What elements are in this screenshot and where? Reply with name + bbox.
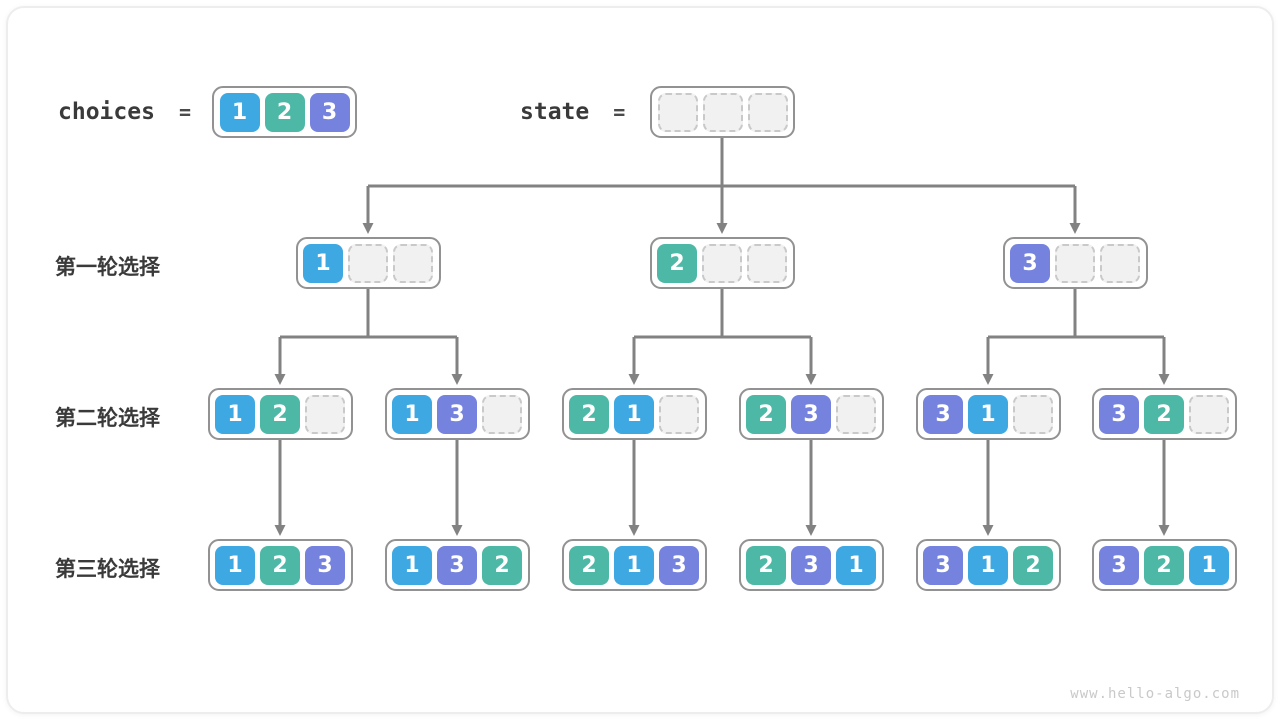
arrowhead-icon	[274, 374, 286, 385]
cell-value-3: 3	[791, 394, 831, 434]
cell-value-1: 1	[303, 243, 343, 283]
cell-value-1: 1	[614, 394, 654, 434]
cell-value-1: 1	[968, 394, 1008, 434]
cell-value-2: 2	[260, 394, 300, 434]
cell-value-2: 2	[264, 92, 305, 132]
row-label-round-1: 第一轮选择	[55, 255, 160, 279]
cell-value-3: 3	[791, 545, 831, 585]
choices-label: choices	[58, 99, 155, 125]
cell-value-2: 2	[1013, 545, 1053, 585]
watermark: www.hello-algo.com	[1070, 686, 1240, 702]
empty-cell	[393, 243, 433, 283]
cell-value-2: 2	[746, 394, 786, 434]
arrowhead-icon	[982, 374, 994, 385]
empty-cell	[702, 243, 742, 283]
empty-cell	[1013, 394, 1053, 434]
empty-cell	[747, 92, 788, 132]
arrowhead-icon	[1158, 374, 1170, 385]
cell-value-2: 2	[260, 545, 300, 585]
arrowhead-icon	[628, 374, 640, 385]
arrowhead-icon	[982, 525, 994, 536]
cell-value-1: 1	[1189, 545, 1229, 585]
cell-value-2: 2	[482, 545, 522, 585]
cell-value-1: 1	[392, 394, 432, 434]
empty-cell	[659, 394, 699, 434]
arrowhead-icon	[451, 525, 463, 536]
cell-value-2: 2	[657, 243, 697, 283]
empty-cell	[657, 92, 698, 132]
empty-cell	[1100, 243, 1140, 283]
cell-value-3: 3	[305, 545, 345, 585]
cell-value-3: 3	[309, 92, 350, 132]
empty-cell	[348, 243, 388, 283]
row-label-round-2: 第二轮选择	[55, 406, 160, 430]
cell-value-2: 2	[569, 545, 609, 585]
state-label-group: state =	[520, 86, 625, 138]
empty-cell	[482, 394, 522, 434]
cell-value-1: 1	[392, 545, 432, 585]
cell-value-1: 1	[215, 545, 255, 585]
state-node-r1-2: 2	[649, 237, 795, 289]
state-node-r1-3: 3	[1002, 237, 1148, 289]
state-label: state	[520, 99, 590, 125]
arrowhead-icon	[451, 374, 463, 385]
cell-value-2: 2	[746, 545, 786, 585]
cell-value-3: 3	[1010, 243, 1050, 283]
arrowhead-icon	[805, 374, 817, 385]
state-array-node	[650, 86, 795, 138]
cell-value-3: 3	[659, 545, 699, 585]
cell-value-2: 2	[1144, 545, 1184, 585]
cell-value-1: 1	[968, 545, 1008, 585]
empty-cell	[305, 394, 345, 434]
state-node-r1-1: 1	[295, 237, 441, 289]
empty-cell	[747, 243, 787, 283]
cell-value-3: 3	[437, 394, 477, 434]
arrowhead-icon	[362, 223, 374, 234]
cell-value-1: 1	[215, 394, 255, 434]
cell-value-1: 1	[614, 545, 654, 585]
cell-value-2: 2	[1144, 394, 1184, 434]
empty-cell	[702, 92, 743, 132]
cell-value-3: 3	[1099, 394, 1139, 434]
arrowhead-icon	[1158, 525, 1170, 536]
arrowhead-icon	[274, 525, 286, 536]
cell-value-2: 2	[569, 394, 609, 434]
cell-value-3: 3	[923, 545, 963, 585]
empty-cell	[1055, 243, 1095, 283]
choices-label-group: choices =	[58, 86, 191, 138]
row-label-round-3: 第三轮选择	[55, 557, 160, 581]
cell-value-3: 3	[923, 394, 963, 434]
choices-equals-sign: =	[178, 100, 191, 124]
arrowhead-icon	[805, 525, 817, 536]
connector-lines	[278, 137, 1166, 526]
arrowhead-icon	[1069, 223, 1081, 234]
cell-value-1: 1	[219, 92, 260, 132]
empty-cell	[836, 394, 876, 434]
arrowhead-icon	[628, 525, 640, 536]
state-equals-sign: =	[613, 100, 626, 124]
cell-value-3: 3	[1099, 545, 1139, 585]
arrowhead-icon	[716, 223, 728, 234]
cell-value-3: 3	[437, 545, 477, 585]
empty-cell	[1189, 394, 1229, 434]
cell-value-1: 1	[836, 545, 876, 585]
